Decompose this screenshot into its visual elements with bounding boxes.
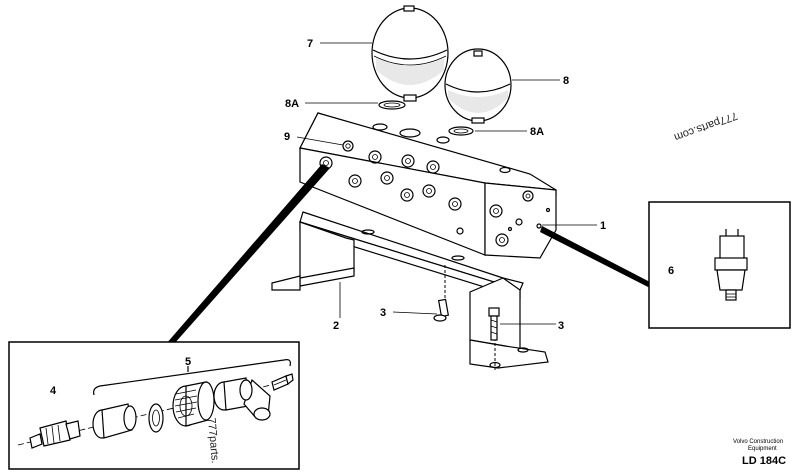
callout-5: 5 xyxy=(185,356,191,368)
watermark-top: 777parts.com xyxy=(672,109,739,143)
screw-right xyxy=(488,307,500,370)
callout-3-right: 3 xyxy=(558,320,564,332)
footer-company-sub: Equipment xyxy=(748,446,777,452)
callout-8a-right: 8A xyxy=(530,126,544,138)
detail-pointer-right xyxy=(540,226,650,288)
callout-8a-left: 8A xyxy=(285,98,299,110)
accumulator-large xyxy=(371,5,449,102)
mounting-bracket xyxy=(271,211,549,369)
o-ring-right xyxy=(448,126,474,136)
terminal-pin xyxy=(271,373,294,391)
callout-3-left: 3 xyxy=(380,307,386,319)
detail-box-pressure-switch xyxy=(648,201,791,329)
front-ports xyxy=(319,140,464,235)
accumulator-small xyxy=(444,48,512,124)
screw-left xyxy=(433,265,450,322)
connector-plug xyxy=(92,403,137,439)
seal-ring xyxy=(148,403,164,433)
callout-6: 6 xyxy=(668,265,674,277)
callout-2: 2 xyxy=(333,320,339,332)
o-ring-left xyxy=(378,100,406,110)
drawing-code: LD 184C xyxy=(742,455,786,467)
callout-7: 7 xyxy=(307,38,313,50)
callout-8: 8 xyxy=(563,75,569,87)
detail-pointer-left xyxy=(166,164,330,344)
callout-4: 4 xyxy=(50,385,57,397)
footer-company: Volvo Construction xyxy=(733,439,783,445)
elbow-connector xyxy=(213,377,271,421)
callout-9: 9 xyxy=(284,131,290,143)
knurled-nut xyxy=(172,381,215,427)
watermark-bottom: 777parts. xyxy=(205,417,221,464)
pressure-switch xyxy=(714,229,748,301)
valve-block xyxy=(299,112,557,259)
callout-1: 1 xyxy=(600,220,606,232)
detail-box-sensor-assembly xyxy=(8,341,300,470)
sensor xyxy=(29,420,81,449)
